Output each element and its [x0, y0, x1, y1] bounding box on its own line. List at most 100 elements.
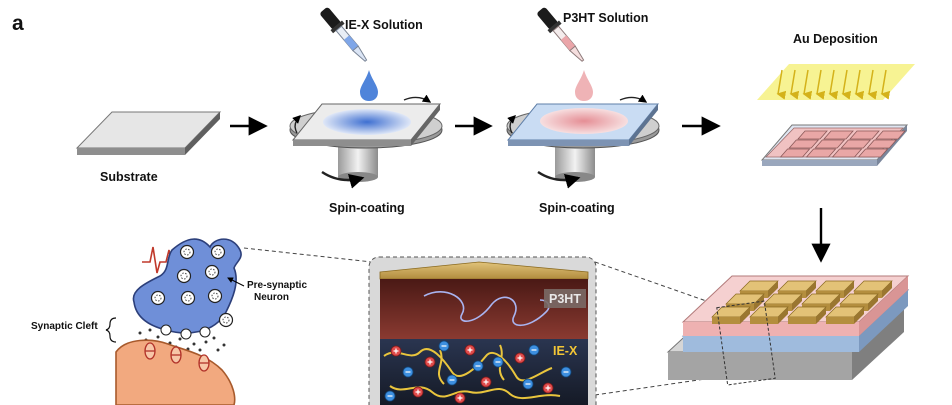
p3ht-layer-label: P3HT — [549, 292, 581, 306]
electrode-pad — [823, 130, 854, 140]
au-pad-side — [778, 307, 788, 324]
au-pad-front — [788, 317, 816, 324]
ie-x-solution-label: IE-X Solution — [345, 18, 423, 32]
vesicle-icon — [176, 268, 192, 284]
electrode-pad — [875, 130, 906, 140]
release-vesicle-icon — [199, 326, 211, 338]
vesicle-core — [184, 294, 192, 302]
au-pad-side — [754, 294, 764, 311]
au-pad-side — [768, 281, 778, 298]
vesicle-icon — [150, 290, 166, 306]
release-vesicle-icon — [180, 328, 192, 340]
p3ht-film — [540, 108, 628, 134]
spin-coating-label-1: Spin-coating — [329, 201, 405, 215]
neurotransmitter-dot — [192, 342, 196, 346]
iex-polymer-chain — [383, 344, 561, 399]
vesicle-core — [154, 294, 162, 302]
substrate-slab — [75, 111, 222, 155]
ie-x-droplet — [360, 70, 378, 101]
plus-sign — [393, 348, 399, 354]
ion-group — [384, 340, 572, 404]
neurotransmitter-dot — [204, 340, 208, 344]
plus-sign — [457, 395, 463, 401]
zoom-line — [594, 377, 713, 396]
plus-sign — [467, 347, 473, 353]
pre-synaptic-neuron — [132, 238, 242, 334]
au-pad-side — [816, 307, 826, 324]
zoom-region-marker — [716, 300, 776, 386]
electrode-pad — [849, 130, 880, 140]
receptor-group — [144, 342, 210, 372]
au-pad-side — [882, 281, 892, 298]
au-flux-arrow-icon — [828, 69, 839, 100]
au-pad-side — [844, 281, 854, 298]
vesicle-core — [214, 248, 222, 256]
au-flux-arrow-icon — [867, 69, 878, 100]
plus-sign — [415, 389, 421, 395]
au-electrode-cross-section — [379, 261, 589, 280]
au-pad-side — [792, 294, 802, 311]
au-flux-arrow-icon — [802, 69, 813, 100]
vesicle-icon — [179, 244, 195, 260]
spin-coater-ie-x — [289, 94, 443, 189]
au-beam — [757, 64, 915, 100]
neurotransmitter-dots — [138, 328, 226, 352]
au-pad-side — [740, 307, 750, 324]
plus-sign — [483, 379, 489, 385]
au-flux-arrow-icon — [776, 69, 787, 100]
neurotransmitter-dot — [216, 348, 220, 352]
electrode-pad — [857, 148, 889, 158]
neurotransmitter-dot — [148, 328, 152, 332]
electrode-pad — [779, 148, 811, 158]
substrate-label: Substrate — [100, 170, 158, 184]
plus-sign — [517, 355, 523, 361]
vesicle-icon — [207, 288, 223, 304]
patterned-device — [760, 124, 909, 166]
neurotransmitter-dot — [222, 343, 226, 347]
ie-x-film — [323, 109, 411, 135]
plus-sign — [545, 385, 551, 391]
electrode-pad — [840, 139, 872, 149]
p3ht-solution-label: P3HT Solution — [563, 11, 648, 25]
iex-layer-label: IE-X — [553, 344, 578, 358]
neurotransmitter-dot — [138, 331, 142, 335]
p3ht-tag — [544, 289, 586, 308]
arrow-icon — [227, 277, 245, 287]
neurotransmitter-dot — [178, 337, 182, 341]
neurotransmitter-dot — [212, 336, 216, 340]
electrode-pad — [805, 148, 837, 158]
au-flux-arrow-icon — [789, 69, 800, 100]
zoom-line — [243, 247, 373, 263]
vesicle-icon — [210, 244, 226, 260]
plus-sign — [427, 359, 433, 365]
vesicle-core — [183, 248, 191, 256]
au-flux-arrow-icon — [854, 69, 865, 100]
au-flux-arrow-icon — [880, 69, 891, 100]
au-flux-arrow-icon — [815, 69, 826, 100]
panel-label: a — [12, 12, 24, 35]
au-deposition-label: Au Deposition — [793, 32, 878, 46]
vesicle-icon — [204, 264, 220, 280]
release-vesicle-icon — [160, 324, 172, 336]
au-pad-side — [854, 307, 864, 324]
electrode-pad — [797, 130, 828, 140]
neurotransmitter-dot — [156, 335, 160, 339]
au-pad-side — [830, 294, 840, 311]
au-flux-arrow-icon — [841, 69, 852, 100]
bracket-icon — [105, 317, 117, 343]
au-electrode-array — [711, 280, 893, 324]
synaptic-cleft-label: Synaptic Cleft — [31, 321, 98, 332]
p3ht-chain — [423, 291, 550, 327]
electrode-pad — [866, 139, 898, 149]
electrode-pad — [814, 139, 846, 149]
vesicle-core — [222, 316, 230, 324]
au-pad-front — [750, 317, 778, 324]
vesicle-core — [208, 268, 216, 276]
electrode-pad — [788, 139, 820, 149]
au-pad-side — [806, 281, 816, 298]
vesicle-icon — [180, 290, 196, 306]
spin-coater-p3ht — [506, 94, 660, 189]
pipette-icon — [537, 7, 585, 62]
au-pad-side — [868, 294, 878, 311]
